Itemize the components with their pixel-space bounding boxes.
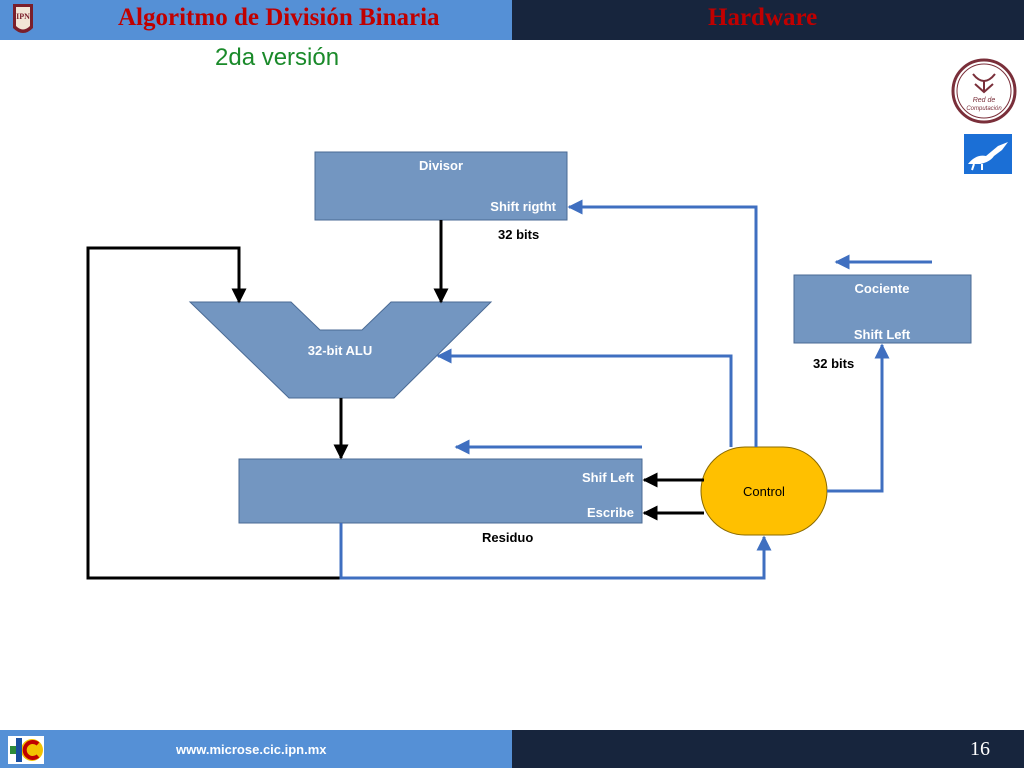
cociente-name-label: Cociente (855, 281, 910, 296)
red-logo-text-2: Computación (966, 106, 1002, 112)
red-computacion-logo-icon: Red de Computación (951, 58, 1017, 124)
ipn-logo-text: IPN (16, 12, 30, 21)
footer-url[interactable]: www.microse.cic.ipn.mx (176, 742, 327, 757)
divisor-width-label: 32 bits (498, 227, 539, 242)
residuo-feedback-to-alu-arrow (86, 246, 341, 580)
page-number: 16 (970, 738, 990, 760)
alu-block: 32-bit ALU (188, 301, 493, 399)
page-title: Algoritmo de División Binaria (118, 4, 440, 31)
header-bar: IPN Algoritmo de División Binaria Hardwa… (0, 0, 1024, 40)
residuo-name-label: Residuo (482, 530, 533, 545)
residuo-op2-label: Escribe (587, 505, 634, 520)
control-unit: Control (700, 446, 828, 536)
cociente-width-label: 32 bits (813, 356, 854, 371)
alu-label: 32-bit ALU (308, 343, 373, 358)
footer-right-panel (512, 730, 1024, 768)
control-label: Control (743, 484, 785, 499)
cic-logo-icon (8, 736, 44, 764)
control-to-cociente-arrow (827, 343, 890, 493)
divisor-register: Divisor Shift rigtht (314, 151, 568, 221)
control-to-alu-arrow (436, 348, 733, 447)
red-logo-text-1: Red de (973, 97, 996, 104)
section-title: Hardware (708, 4, 818, 31)
divisor-op-label: Shift rigtht (490, 199, 556, 214)
ipn-logo-icon: IPN (13, 4, 33, 33)
crocodile-logo-icon (964, 134, 1012, 174)
cociente-register: Cociente Shift Left (793, 274, 972, 344)
residuo-op1-label: Shif Left (582, 470, 635, 485)
page-subtitle: 2da versión (215, 44, 340, 71)
footer-left-panel (0, 730, 512, 768)
residuo-to-control-arrow (339, 523, 772, 580)
footer-bar: www.microse.cic.ipn.mx 16 (0, 730, 1024, 768)
residuo-register: Shif Left Escribe (238, 458, 643, 524)
divisor-name-label: Divisor (419, 158, 463, 173)
cociente-op-label: Shift Left (854, 327, 911, 342)
control-to-divisor-arrow (567, 199, 758, 447)
header-left-panel (0, 0, 512, 40)
header-right-panel (512, 0, 1024, 40)
